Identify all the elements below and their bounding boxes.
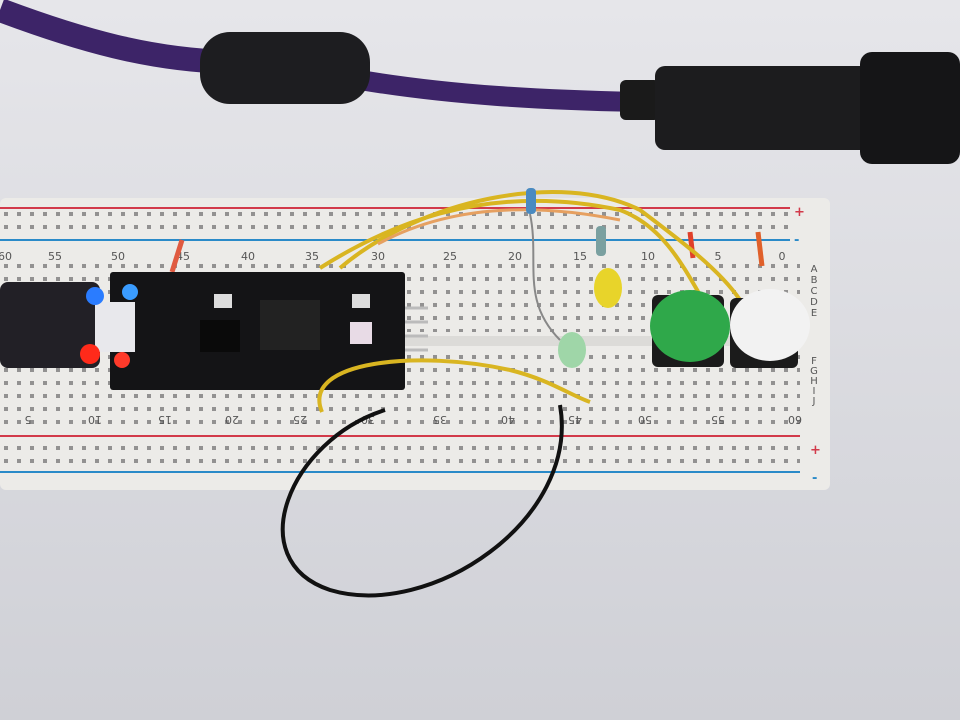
microcontroller-board (110, 272, 428, 390)
column-number: 15 (573, 250, 587, 263)
usb-c-plug (0, 282, 100, 368)
usb-c-connector (95, 302, 135, 352)
black-wire (280, 404, 564, 598)
blue-led (122, 284, 138, 300)
column-number: 40 (501, 413, 515, 426)
yellow-wire (318, 198, 702, 296)
usb-cable-segment (358, 70, 641, 112)
yellow-wire (317, 358, 591, 413)
row-letter: J (812, 396, 816, 407)
column-number: 55 (48, 250, 62, 263)
row-letter: I (813, 386, 816, 397)
column-number: 40 (241, 250, 255, 263)
column-number: 35 (305, 250, 319, 263)
orange-wire (377, 208, 621, 246)
column-number: 5 (25, 413, 32, 426)
column-number: 45 (568, 413, 582, 426)
row-letter: H (810, 376, 818, 387)
resistor (596, 226, 606, 256)
reset-button (352, 294, 370, 308)
column-number: 25 (443, 250, 457, 263)
red-led-glow (80, 344, 100, 364)
rail-plus-top: + (794, 205, 805, 220)
red-jumper (687, 231, 696, 259)
cable-strain-relief (620, 80, 660, 120)
ferrite-bead (200, 32, 370, 104)
row-letter: F (811, 356, 817, 367)
yellow-led (594, 268, 622, 308)
blue-led-glow (86, 287, 104, 305)
rgb-led (350, 322, 372, 344)
row-letter: B (811, 275, 818, 286)
row-letter: A (811, 264, 818, 275)
column-number: 15 (158, 413, 172, 426)
usb-adapter (860, 52, 960, 164)
column-number: 20 (508, 250, 522, 263)
resistor (526, 188, 536, 214)
row-letter: E (811, 308, 817, 319)
column-number: 35 (433, 413, 447, 426)
usb-plug (655, 66, 895, 150)
column-number: 30 (371, 250, 385, 263)
column-number: 50 (638, 413, 652, 426)
column-number: 20 (225, 413, 239, 426)
column-number: 10 (88, 413, 102, 426)
row-letter: D (810, 297, 818, 308)
green-button (650, 290, 730, 362)
rail-minus-top: - (794, 233, 799, 248)
column-number: 60 (0, 250, 12, 263)
column-number: 60 (788, 413, 802, 426)
yellow-wire (338, 190, 742, 302)
column-number: 55 (711, 413, 725, 426)
red-led (114, 352, 130, 368)
red-jumper (169, 239, 185, 273)
red-jumper (755, 231, 765, 267)
column-number: 0 (779, 250, 786, 263)
column-number: 10 (641, 250, 655, 263)
row-letter: G (810, 366, 818, 377)
boot-button (214, 294, 232, 308)
white-button (730, 289, 810, 361)
rail-minus-bottom: - (812, 471, 817, 486)
green-led (558, 332, 586, 368)
rail-plus-bottom: + (810, 443, 821, 458)
column-number: 25 (293, 413, 307, 426)
row-letter: C (811, 286, 818, 297)
column-number: 5 (715, 250, 722, 263)
column-number: 50 (111, 250, 125, 263)
